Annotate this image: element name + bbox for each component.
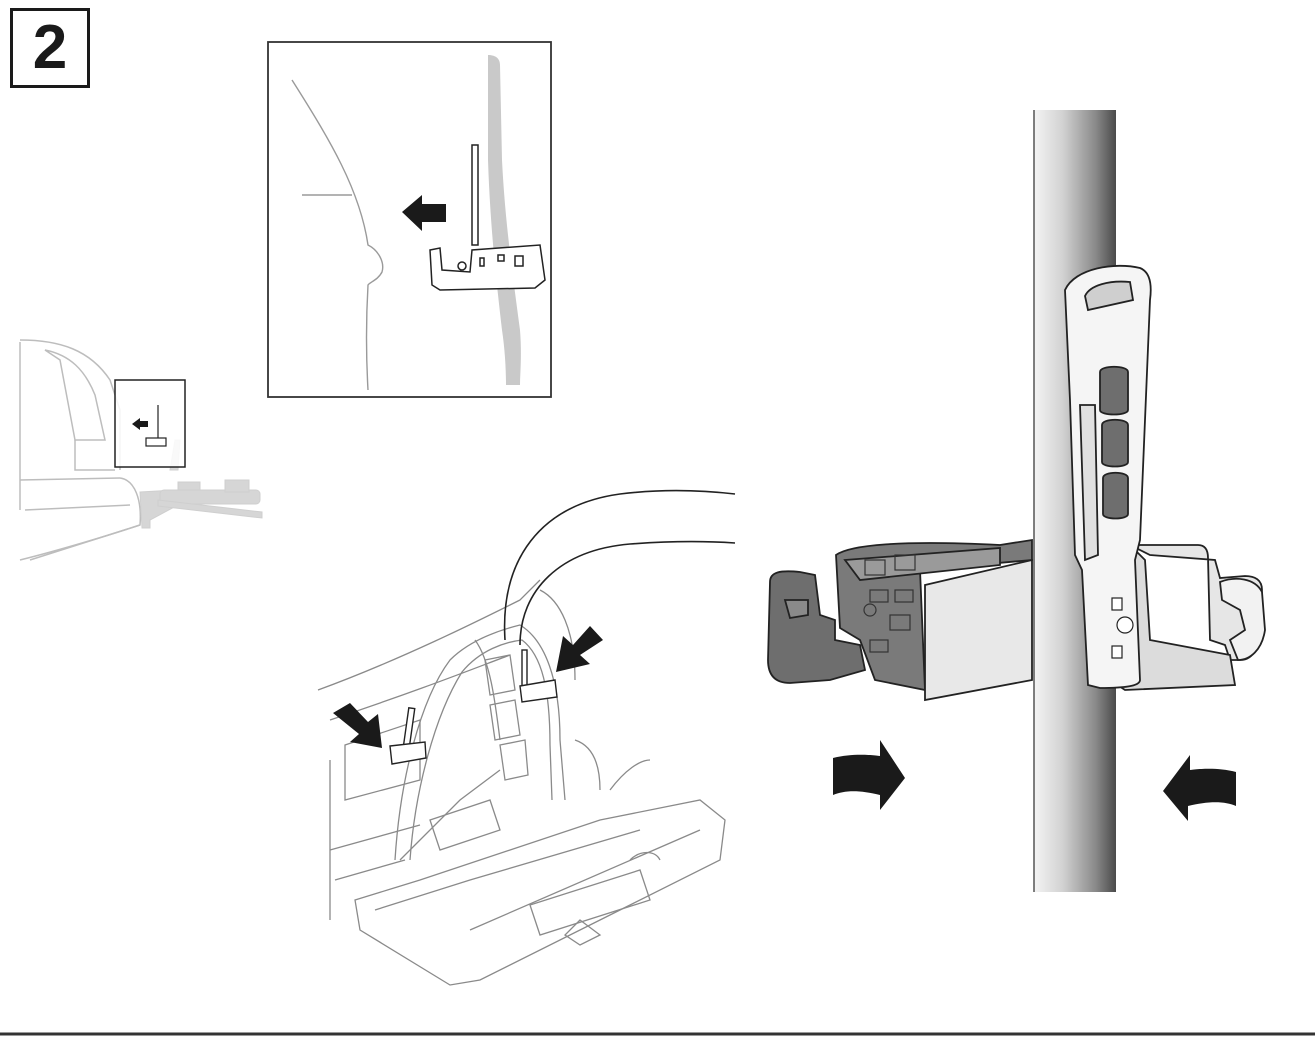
overview-clamp [145,405,167,447]
inset-grey-bar [488,55,521,385]
inset-car-outline [291,79,384,391]
left-clamp-half [767,538,1033,702]
strap-lines [503,489,736,646]
clamp-handle [1064,264,1152,689]
bike-carrier-ghost [139,439,263,529]
bike-carrier-drawing [317,579,726,986]
step-number: 2 [32,13,68,82]
arrow-right-curved-icon [833,740,905,810]
step-number-badge: 2 [10,8,90,88]
arrow-left-icon [132,418,148,430]
arrow-diagonal-icon [556,626,603,672]
arrow-left-curved-icon [1163,755,1236,821]
arrow-diagonal-icon [333,703,382,748]
carrier-clamps [389,649,558,765]
overview-zoom-box [114,379,186,468]
inset-clamp [429,144,546,291]
arrow-left-icon [402,195,446,231]
car-overview [19,339,142,561]
